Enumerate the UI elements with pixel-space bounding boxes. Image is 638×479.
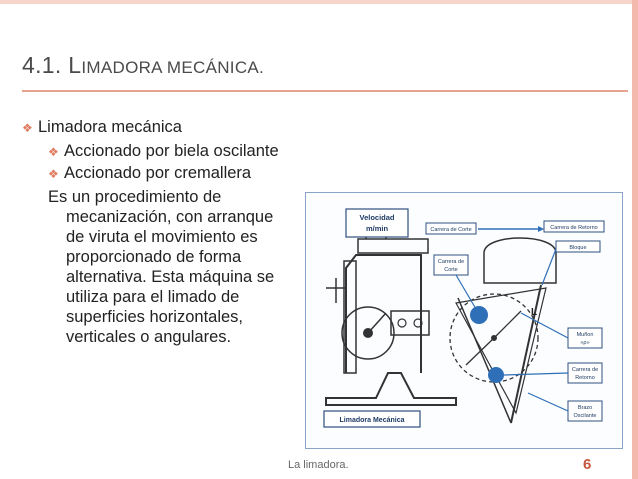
sub-bullet-2: ❖ Accionado por cremallera — [48, 164, 251, 183]
paragraph-line: mecanización, con arranque — [66, 208, 274, 226]
description-paragraph: Es un procedimiento de mecanización, con… — [48, 187, 298, 347]
slide-title: 4.1. LIMADORA MECÁNICA. — [22, 52, 264, 79]
swing-area — [455, 287, 547, 415]
return-pointer — [503, 372, 569, 376]
pin-pointer — [520, 312, 569, 339]
page-number: 6 — [583, 456, 592, 473]
cut-stroke-box — [425, 222, 477, 235]
block-pointer — [541, 248, 557, 286]
paragraph-line: Es un procedimiento de — [48, 188, 222, 206]
bullet-icon: ❖ — [22, 121, 33, 135]
arm-label-b: Oscilante — [574, 413, 597, 419]
cut-pointer — [455, 274, 477, 310]
machine-base — [325, 372, 457, 406]
title-initial: L — [68, 52, 82, 78]
return-stroke-box — [543, 220, 605, 233]
paragraph-line: proporcionado de forma — [66, 248, 242, 266]
block-label: Bloque — [569, 245, 586, 251]
crank-circle — [449, 293, 539, 383]
block-box — [555, 240, 601, 253]
return-stroke-label: Carrera de Retorno — [550, 225, 597, 231]
sub-bullet-1: ❖ Accionado por biela oscilante — [48, 142, 279, 161]
speed-label: Velocidad — [359, 213, 394, 222]
sub-bullet-text: Accionado por cremallera — [64, 164, 252, 182]
title-number: 4.1. — [22, 52, 62, 78]
cut-arrowhead — [538, 226, 544, 232]
speed-label-box — [345, 208, 409, 238]
top-border — [0, 0, 638, 4]
cut-stroke-label-2a: Carrera de — [438, 259, 464, 265]
crank-radius — [493, 310, 522, 339]
paragraph-line: utiliza para el limado de — [66, 288, 240, 306]
bullet-main: ❖ Limadora mecánica — [22, 118, 182, 137]
return-stroke-label-2a: Carrera de — [572, 367, 598, 373]
arm-pointer — [527, 392, 569, 412]
caption-box — [323, 410, 421, 428]
paragraph-line: superficies horizontales, — [66, 308, 244, 326]
title-divider — [22, 90, 628, 92]
arm-label-a: Brazo — [578, 405, 592, 411]
oscillating-arm-alt — [457, 297, 512, 424]
pin-sublabel: «ρ» — [580, 340, 589, 346]
cut-stroke-label: Carrera de Corte — [430, 227, 471, 233]
cut-stroke-label-2b: Corte — [444, 267, 457, 273]
shaper-diagram: Velocidad m/min Carrera de Corte Carrera… — [305, 192, 623, 449]
bullet-main-text: Limadora mecánica — [38, 118, 182, 136]
cut-stroke-box-2 — [433, 254, 469, 276]
footer-text: La limadora. — [288, 459, 349, 471]
table-bolt — [397, 318, 407, 328]
pin-label: Muñon — [577, 332, 594, 338]
ram — [357, 238, 429, 254]
return-stroke-marker — [488, 367, 504, 383]
paragraph-line: alternativa. Esta máquina se — [66, 268, 275, 286]
table-bolt — [413, 318, 423, 328]
title-rest: IMADORA MECÁNICA. — [81, 58, 265, 77]
paragraph-line: de viruta el movimiento es — [66, 228, 258, 246]
bullet-icon: ❖ — [48, 167, 59, 181]
bullet-icon: ❖ — [48, 145, 59, 159]
return-stroke-label-2b: Retorno — [575, 375, 595, 381]
block-housing — [483, 237, 557, 284]
shaper-diagram-svg: Velocidad m/min Carrera de Corte Carrera… — [323, 208, 605, 428]
crank-wheel — [341, 306, 395, 360]
work-table — [390, 310, 430, 336]
right-border — [632, 0, 638, 479]
sub-bullet-text: Accionado por biela oscilante — [64, 142, 279, 160]
column-guide — [343, 260, 357, 374]
machine-column — [345, 254, 422, 373]
speed-unit: m/min — [366, 224, 389, 233]
length-letter: L — [531, 307, 537, 318]
cut-stroke-marker — [470, 306, 488, 324]
crank-arm — [367, 312, 387, 334]
oscillating-arm — [510, 284, 542, 424]
caption-label: Limadora Mecánica — [340, 417, 405, 424]
paragraph-line: verticales o angulares. — [66, 328, 232, 346]
